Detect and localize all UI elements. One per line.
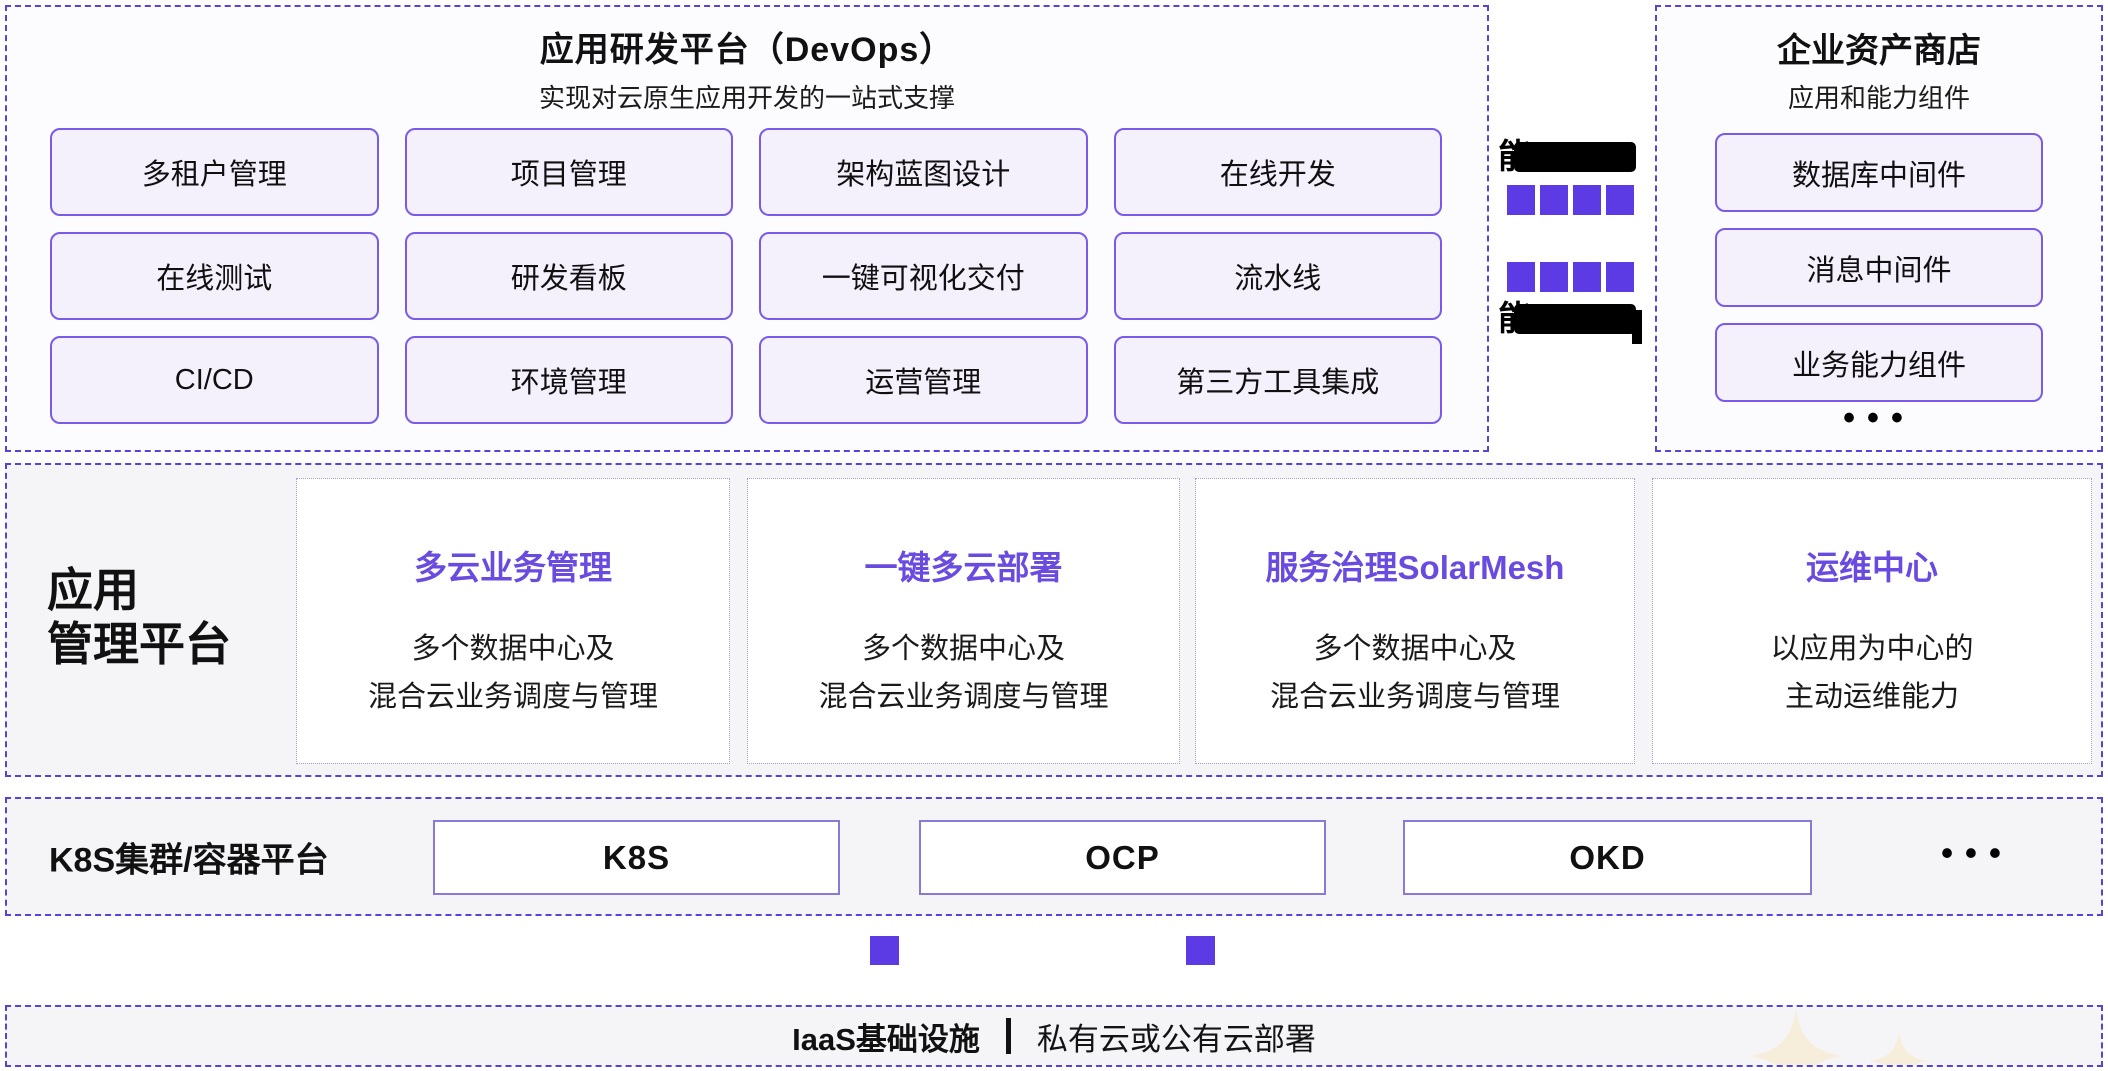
devops-platform-subtitle: 实现对云原生应用开发的一站式支撑 [538, 83, 955, 113]
vertical-divider [1005, 1018, 1011, 1054]
capability-squares-row-bottom [1507, 262, 1634, 292]
devops-feature-grid: 多租户管理 项目管理 架构蓝图设计 在线开发 在线测试 研发看板 一键可视化交付… [50, 128, 1442, 424]
devops-platform-panel: 应用研发平台（DevOps） 实现对云原生应用开发的一站式支撑 多租户管理 项目… [5, 5, 1489, 452]
asset-store-panel: 企业资产商店 应用和能力组件 数据库中间件 消息中间件 业务能力组件 ••• [1655, 5, 2103, 452]
card-description: 以应用为中心的 主动运维能力 [1653, 625, 2091, 721]
more-items-ellipsis: ••• [1843, 399, 1915, 437]
container-platform-label: K8S集群/容器平台 [49, 841, 329, 879]
card-title: 服务治理SolarMesh [1265, 549, 1565, 586]
feature-box-third-party: 第三方工具集成 [1113, 336, 1442, 424]
card-desc-line: 混合云业务调度与管理 [367, 681, 658, 713]
more-platforms-ellipsis: ••• [1941, 833, 2013, 872]
feature-box-online-test: 在线测试 [50, 232, 379, 320]
platform-box-okd: OKD [1403, 820, 1812, 895]
asset-box-business-capability: 业务能力组件 [1715, 323, 2043, 402]
card-description: 多个数据中心及 混合云业务调度与管理 [297, 625, 729, 721]
card-desc-line: 混合云业务调度与管理 [818, 681, 1109, 713]
asset-store-items: 数据库中间件 消息中间件 业务能力组件 [1715, 133, 2043, 402]
devops-platform-title: 应用研发平台（DevOps） [539, 31, 955, 69]
container-platform-section: K8S集群/容器平台 K8S OCP OKD ••• [5, 797, 2103, 916]
feature-box-cicd: CI/CD [50, 336, 379, 424]
feature-box-pipeline: 流水线 [1113, 232, 1442, 320]
card-service-governance-solarmesh: 服务治理SolarMesh 多个数据中心及 混合云业务调度与管理 [1195, 478, 1635, 764]
feature-box-one-click-delivery: 一键可视化交付 [759, 232, 1088, 320]
redacted-label-bar [1514, 142, 1636, 172]
feature-box-blueprint-design: 架构蓝图设计 [759, 128, 1088, 216]
card-title: 多云业务管理 [414, 549, 612, 586]
card-desc-line: 混合云业务调度与管理 [1269, 681, 1560, 713]
iaas-description: 私有云或公有云部署 [1036, 1021, 1316, 1057]
card-multicloud-business-mgmt: 多云业务管理 多个数据中心及 混合云业务调度与管理 [296, 478, 730, 764]
feature-box-dev-kanban: 研发看板 [404, 232, 733, 320]
sparkle-decoration [1869, 1031, 1929, 1065]
flow-square [1606, 262, 1634, 292]
capability-label-bottom: 能 [1498, 300, 1642, 344]
app-management-section: 应用 管理平台 多云业务管理 多个数据中心及 混合云业务调度与管理 一键多云部署… [5, 463, 2103, 777]
feature-box-project-mgmt: 项目管理 [404, 128, 733, 216]
platform-box-ocp: OCP [919, 820, 1326, 895]
card-title: 运维中心 [1806, 549, 1938, 586]
asset-store-subtitle: 应用和能力组件 [1787, 83, 1970, 113]
flow-square [1507, 185, 1535, 215]
asset-box-message-middleware: 消息中间件 [1715, 228, 2043, 307]
feature-box-ops-mgmt: 运营管理 [759, 336, 1088, 424]
app-management-label-line2: 管理平台 [47, 618, 231, 671]
card-desc-line: 多个数据中心及 [1313, 633, 1517, 665]
flow-square [1540, 262, 1568, 292]
connector-square [1186, 936, 1215, 965]
capability-label-visible-char: 能 [1498, 300, 1532, 338]
iaas-section: IaaS基础设施 私有云或公有云部署 [5, 1005, 2103, 1067]
card-desc-line: 多个数据中心及 [411, 633, 615, 665]
app-management-label-line1: 应用 [47, 564, 139, 616]
capability-label-top: 能 [1498, 139, 1636, 175]
connector-square [870, 936, 899, 965]
platform-box-k8s: K8S [433, 820, 840, 895]
flow-square [1573, 262, 1601, 292]
sparkle-decoration [1748, 1008, 1844, 1065]
flow-square [1606, 185, 1634, 215]
card-one-click-multicloud-deploy: 一键多云部署 多个数据中心及 混合云业务调度与管理 [747, 478, 1180, 764]
card-description: 多个数据中心及 混合云业务调度与管理 [1196, 625, 1634, 721]
card-operations-center: 运维中心 以应用为中心的 主动运维能力 [1652, 478, 2092, 764]
redacted-label-bar [1514, 304, 1642, 344]
card-description: 多个数据中心及 混合云业务调度与管理 [748, 625, 1179, 721]
card-desc-line: 以应用为中心的 [1770, 633, 1974, 665]
feature-box-env-mgmt: 环境管理 [404, 336, 733, 424]
card-desc-line: 主动运维能力 [1784, 681, 1959, 713]
app-management-label: 应用 管理平台 [47, 563, 231, 672]
feature-box-multi-tenant: 多租户管理 [50, 128, 379, 216]
asset-store-title: 企业资产商店 [1777, 32, 1981, 70]
flow-square [1573, 185, 1601, 215]
iaas-label: IaaS基础设施 [792, 1021, 980, 1057]
card-title: 一键多云部署 [864, 549, 1063, 586]
asset-box-database-middleware: 数据库中间件 [1715, 133, 2043, 212]
capability-label-visible-char: 能 [1498, 138, 1532, 176]
flow-square [1507, 262, 1535, 292]
flow-square [1540, 185, 1568, 215]
card-desc-line: 多个数据中心及 [861, 633, 1065, 665]
capability-squares-row-top [1507, 185, 1634, 215]
feature-box-online-dev: 在线开发 [1113, 128, 1442, 216]
